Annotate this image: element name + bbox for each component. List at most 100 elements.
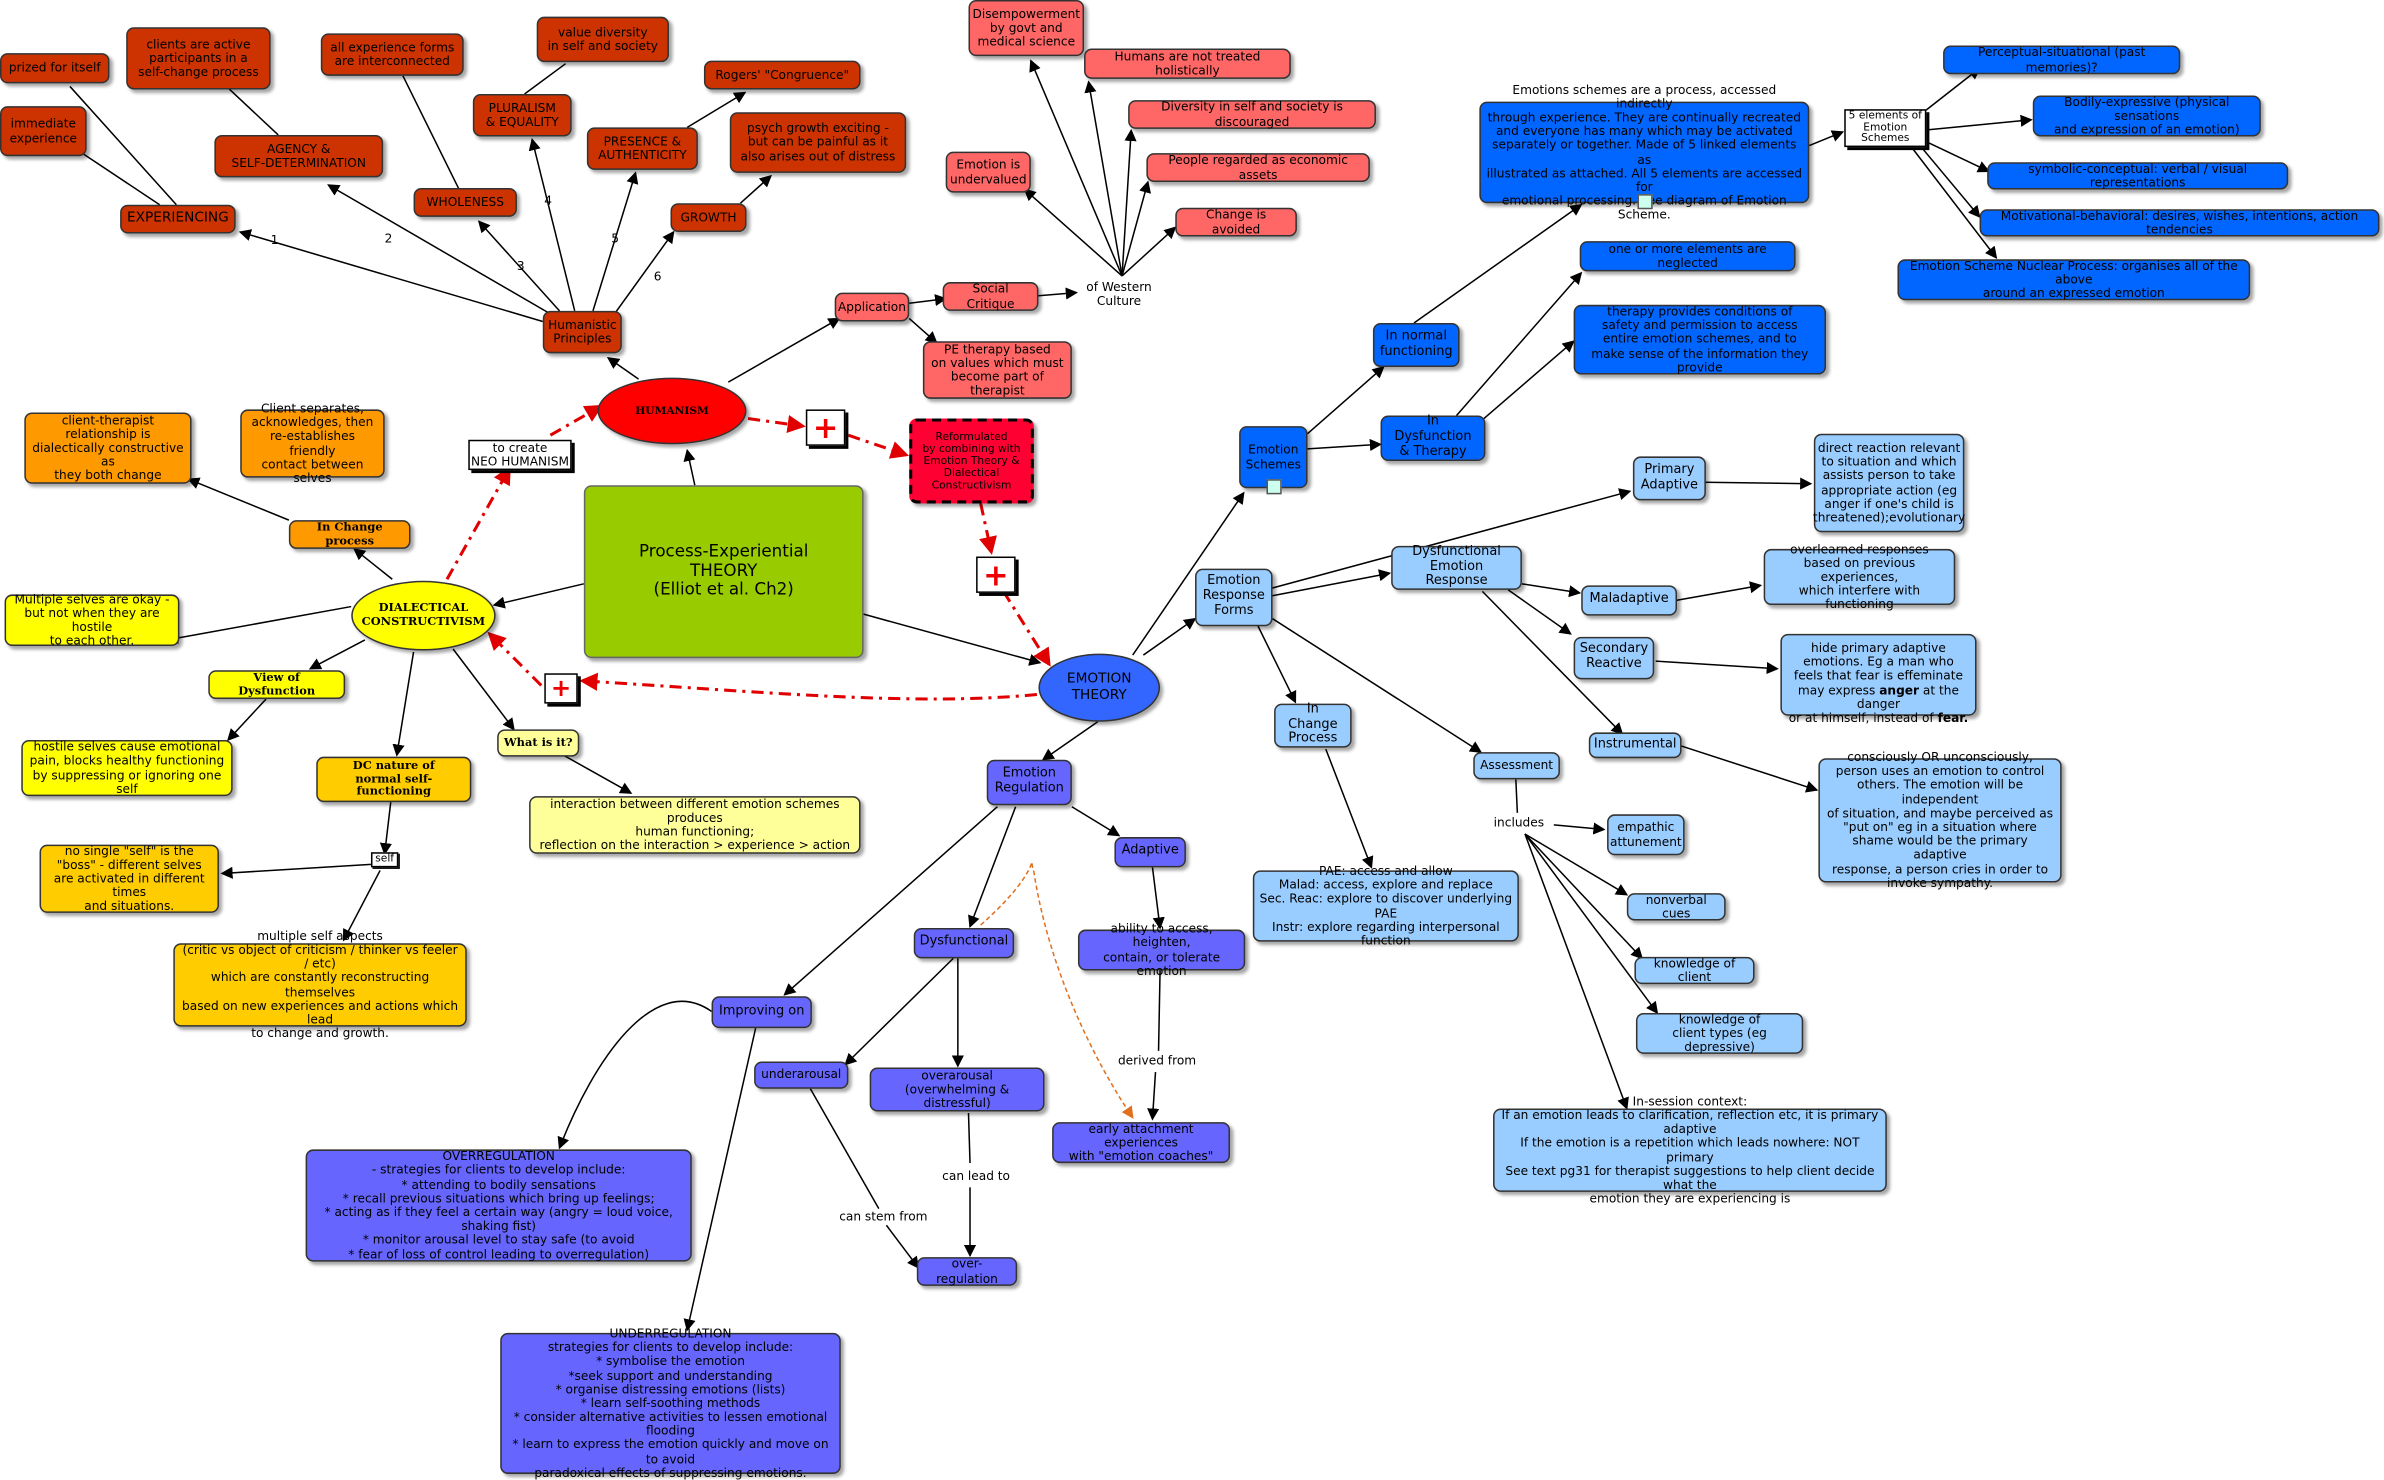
all-forms-node[interactable]: all experience forms are interconnected [320,33,464,76]
immediate-experience-node[interactable]: immediate experience [0,106,87,157]
multiple-aspects-node[interactable]: multiple self aspects (critic vs object … [173,929,467,1040]
hide-primary-text: hide primary adaptive emotions. Eg a man… [1793,641,1963,697]
pe-therapy-node[interactable]: PE therapy based on values which must be… [922,341,1072,399]
symbolic-conceptual-node[interactable]: symbolic-conceptual: verbal / visual rep… [1987,162,2289,190]
reformulated-node[interactable]: Reformulated by combining with Emotion T… [909,418,1034,504]
disempowerment-node[interactable]: Disempowerment by govt and medical scien… [968,0,1085,57]
prized-node[interactable]: prized for itself [0,53,110,84]
hide-primary-text: at the danger or at himself, instead of [1788,683,1959,725]
underregulation-node[interactable]: UNDERREGULATION strategies for clients t… [500,1327,841,1480]
overregulation-node[interactable]: OVERREGULATION - strategies for clients … [305,1149,692,1262]
interaction-node[interactable]: interaction between different emotion sc… [529,796,861,854]
fear-text: fear. [1937,711,1969,725]
client-separates-node[interactable]: Client separates, acknowledges, then re-… [240,402,385,485]
self-label: self [370,852,399,868]
psych-growth-node[interactable]: psych growth exciting - but can be painf… [729,112,907,173]
direct-reaction-node[interactable]: direct reaction relevant to situation an… [1813,433,1965,533]
pae-node[interactable]: PAE: access and allow Malad: access, exp… [1252,864,1519,948]
normal-functioning-node[interactable]: In normal functioning [1372,322,1460,367]
nonverbal-cues-node[interactable]: nonverbal cues [1626,893,1726,921]
knowledge-client-node[interactable]: knowledge of client [1634,957,1755,985]
maladaptive-node[interactable]: Maladaptive [1581,585,1678,616]
plus-icon[interactable]: + [976,556,1016,593]
social-critique-node[interactable]: Social Critique [942,282,1039,311]
assessment-node[interactable]: Assessment [1473,752,1560,780]
image-attachment-icon[interactable] [1637,194,1653,210]
wholeness-node[interactable]: WHOLENESS [413,188,517,217]
central-theory-node[interactable]: Process-Experiential THEORY (Elliot et a… [583,485,864,659]
early-attachment-node[interactable]: early attachment experiences with "emoti… [1052,1122,1231,1163]
rogers-congruence-node[interactable]: Rogers' "Congruence" [703,60,861,90]
improving-on-node[interactable]: Improving on [711,996,812,1029]
secondary-reactive-node[interactable]: Secondary Reactive [1573,636,1655,680]
dialectical-constructivism-node[interactable]: DIALECTICAL CONSTRUCTIVISM [351,580,496,651]
anger-text: anger [1879,683,1920,697]
clients-active-node[interactable]: clients are active participants in a sel… [126,27,271,90]
five-elements-label: 5 elements of Emotion Schemes [1844,109,1927,148]
economic-assets-node[interactable]: People regarded as economic assets [1146,153,1370,182]
hide-primary-node[interactable]: hide primary adaptive emotions. Eg a man… [1780,633,1977,725]
over-regulation-node[interactable]: over-regulation [916,1257,1018,1286]
in-session-context-node[interactable]: In-session context: If an emotion leads … [1493,1094,1887,1206]
pluralism-node[interactable]: PLURALISM & EQUALITY [472,94,572,137]
principle-number: 5 [611,232,619,246]
value-diversity-node[interactable]: value diversity in self and society [536,16,669,63]
experiencing-node[interactable]: EXPERIENCING [120,204,236,234]
overlearned-node[interactable]: overlearned responses based on previous … [1763,542,1956,612]
hostile-selves-node[interactable]: hostile selves cause emotional pain, blo… [21,740,233,797]
bodily-expressive-node[interactable]: Bodily-expressive (physical sensations a… [2032,95,2261,137]
primary-adaptive-node[interactable]: Primary Adaptive [1632,456,1706,501]
schemes-description-node[interactable]: Emotions schemes are a process, accessed… [1479,83,1810,222]
client-therapist-node[interactable]: client-therapist relationship is dialect… [24,412,192,484]
what-is-it-node[interactable]: What is it? [497,729,580,757]
in-change-process-node[interactable]: In Change process [288,520,411,549]
no-single-self-node[interactable]: no single "self" is the "boss" - differe… [39,844,219,913]
knowledge-types-node[interactable]: knowledge of client types (eg depressive… [1635,1013,1804,1054]
consciously-node[interactable]: consciously OR unconsciously, person use… [1818,751,2062,890]
agency-node[interactable]: AGENCY & SELF-DETERMINATION [214,134,384,178]
humanistic-principles-node[interactable]: Humanistic Principles [542,310,622,354]
ability-node[interactable]: ability to access, heighten, contain, or… [1077,922,1246,978]
can-stem-from-label: can stem from [839,1210,928,1224]
nuclear-process-node[interactable]: Emotion Scheme Nuclear Process: organise… [1897,259,2251,300]
perceptual-node[interactable]: Perceptual-situational (past memories)? [1943,45,2181,75]
adaptive-node[interactable]: Adaptive [1114,837,1186,868]
diversity-discouraged-node[interactable]: Diversity in self and society is discour… [1128,100,1376,129]
instrumental-node[interactable]: Instrumental [1588,732,1682,759]
principle-number: 1 [270,233,279,248]
principle-number: 3 [516,259,525,273]
principle-number: 6 [653,269,662,284]
humanism-node[interactable]: HUMANISM [597,377,747,445]
principle-number: 4 [544,194,553,208]
empathic-attunement-node[interactable]: empathic attunement [1607,814,1685,856]
dysfunctional-response-node[interactable]: Dysfunctional Emotion Response [1391,544,1522,590]
image-attachment-icon[interactable] [1266,479,1282,495]
not-holistic-node[interactable]: Humans are not treated holistically [1084,48,1291,79]
emotion-schemes-node[interactable]: Emotion Schemes [1239,426,1308,489]
of-western-culture-label: of Western Culture [1086,280,1152,309]
neglected-node[interactable]: one or more elements are neglected [1579,241,1796,272]
dc-nature-node[interactable]: DC nature of normal self-functioning [316,756,472,803]
presence-node[interactable]: PRESENCE & AUTHENTICITY [586,127,698,170]
emotion-undervalued-node[interactable]: Emotion is undervalued [945,151,1031,193]
view-dysfunction-node[interactable]: View of Dysfunction [208,670,346,700]
application-node[interactable]: Application [834,292,910,322]
overarousal-node[interactable]: overarousal (overwhelming & distressful) [869,1067,1045,1112]
emotion-theory-node[interactable]: EMOTION THEORY [1038,653,1161,722]
motivational-behavioral-node[interactable]: Motivational-behavioral: desires, wishes… [1979,209,2380,237]
multiple-selves-okay-node[interactable]: Multiple selves are okay - but not when … [4,592,180,648]
emotion-regulation-node[interactable]: Emotion Regulation [986,759,1072,806]
in-change-process-forms-node[interactable]: In Change Process [1274,702,1352,748]
plus-icon[interactable]: + [805,409,846,446]
therapy-provides-node[interactable]: therapy provides conditions of safety an… [1573,304,1827,375]
can-lead-to-label: can lead to [942,1169,1011,1183]
derived-from-label: derived from [1117,1053,1197,1068]
dysfunctional-node[interactable]: Dysfunctional [913,928,1015,959]
underarousal-node[interactable]: underarousal [754,1061,849,1089]
growth-node[interactable]: GROWTH [670,203,747,233]
response-forms-node[interactable]: Emotion Response Forms [1195,568,1273,627]
plus-icon[interactable]: + [544,673,578,704]
in-dysfunction-node[interactable]: In Dysfunction & Therapy [1380,415,1486,461]
change-avoided-node[interactable]: Change is avoided [1175,207,1297,237]
